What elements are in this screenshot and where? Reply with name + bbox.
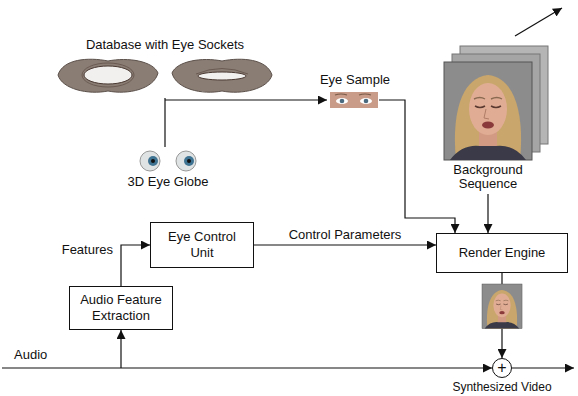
node-text: Audio Feature Extraction xyxy=(76,292,166,323)
summing-junction: + xyxy=(492,358,512,378)
process-box: Render Engine xyxy=(436,233,568,273)
eye-socket-open xyxy=(84,66,132,84)
eye-globe xyxy=(151,159,155,163)
eye-socket-open xyxy=(82,63,134,87)
eye-socket-closed xyxy=(172,59,272,92)
eye-globe xyxy=(176,151,196,171)
eye-sample-image xyxy=(364,99,369,104)
eye-sample-image xyxy=(330,92,378,108)
node-text: Render Engine xyxy=(443,245,561,261)
image-caption: Database with Eye Sockets xyxy=(86,38,244,52)
eye-socket-closed xyxy=(198,72,246,80)
audio-branch-wire xyxy=(120,330,121,368)
image-caption: Background Sequence xyxy=(442,163,534,191)
connector-arrow xyxy=(121,245,150,286)
eye-sample-image xyxy=(330,92,378,108)
eye-globe xyxy=(140,151,160,171)
audio-signal-wire xyxy=(2,367,492,368)
eye-sample-image xyxy=(360,98,372,104)
video-output-wire xyxy=(512,367,574,368)
eye-globe xyxy=(140,151,196,171)
eye-globe xyxy=(184,156,194,166)
output-frame-image xyxy=(482,284,522,329)
process-box: Audio Feature Extraction xyxy=(69,286,173,330)
eye-globe xyxy=(148,156,158,166)
eye-socket-closed xyxy=(172,59,272,92)
connector-arrow xyxy=(254,244,436,245)
background-sequence-frames xyxy=(515,8,562,36)
image-caption: Eye Sample xyxy=(320,73,390,87)
eye-sample-input-wire xyxy=(165,99,327,100)
eye-socket-closed xyxy=(196,69,248,75)
eye-socket-open xyxy=(58,59,158,92)
eye-sample-image xyxy=(335,94,371,95)
eye-socket-open xyxy=(58,59,158,92)
node-text: Eye Control Unit xyxy=(157,229,247,260)
edge-label: Features xyxy=(60,243,115,257)
background-sequence-frames xyxy=(444,8,562,160)
node-text: + xyxy=(493,360,511,376)
eye-sample-image xyxy=(336,98,348,104)
eye-sample-image xyxy=(340,99,345,104)
output-name: Synthesized Video xyxy=(452,380,551,394)
background-sequence-frames xyxy=(444,62,532,160)
signal-name: Audio xyxy=(14,348,47,362)
process-box: Eye Control Unit xyxy=(150,222,254,268)
background-wire xyxy=(487,194,488,233)
eye-globe xyxy=(187,159,191,163)
database-globe-wire xyxy=(164,98,165,147)
eye-sample-wire xyxy=(379,100,455,233)
edge-label: Control Parameters xyxy=(287,228,404,242)
image-caption: 3D Eye Globe xyxy=(128,175,209,189)
